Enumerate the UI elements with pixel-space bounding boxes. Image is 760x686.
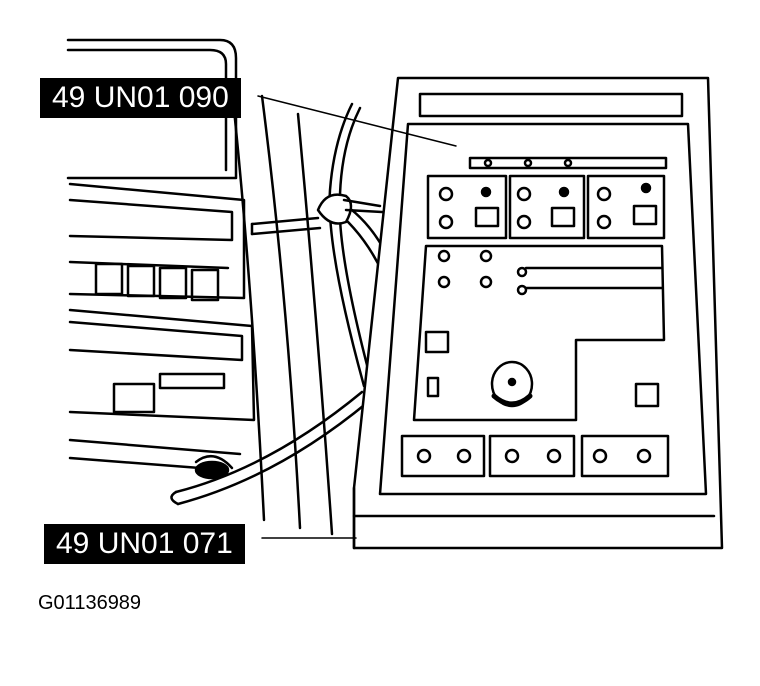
tool-label-bottom: 49 UN01 071	[44, 524, 245, 564]
lower-module-1	[400, 434, 486, 478]
lower-module-3	[580, 434, 670, 478]
led-strip	[468, 156, 668, 170]
diagnostic-tester	[352, 76, 724, 550]
upper-module-2	[508, 174, 586, 240]
radio-unit	[68, 182, 246, 302]
figure-id: G01136989	[38, 592, 142, 614]
dashboard	[66, 38, 334, 536]
lower-module-2	[488, 434, 576, 478]
upper-module-1	[426, 174, 508, 240]
display-window	[418, 92, 684, 118]
leader-lines	[257, 95, 457, 539]
cassette-unit	[68, 308, 256, 472]
central-panel	[412, 244, 666, 422]
upper-module-3	[586, 174, 666, 240]
tool-label-top: 49 UN01 090	[40, 78, 241, 118]
leader-line-top	[257, 95, 457, 147]
cables	[170, 102, 402, 506]
